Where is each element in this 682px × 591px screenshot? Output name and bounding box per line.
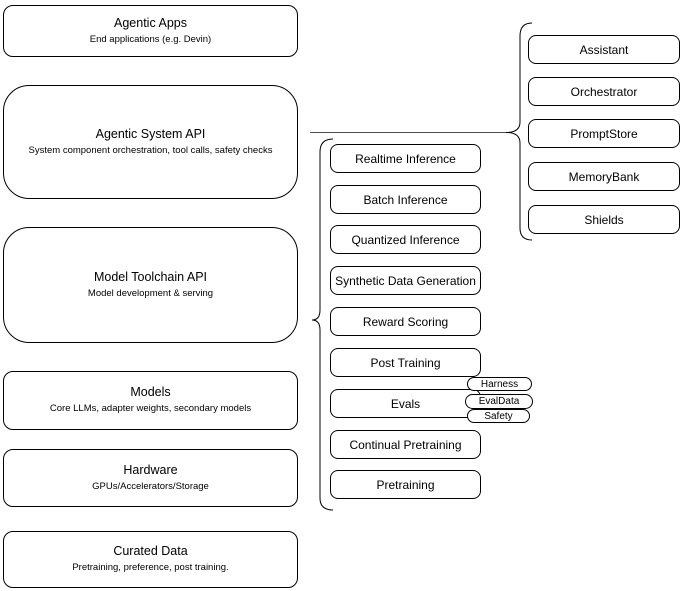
node-label: Batch Inference (363, 192, 448, 207)
node-label: Synthetic Data Generation (335, 273, 476, 288)
layer-title: Hardware (123, 462, 178, 477)
node-label: Evals (390, 396, 421, 411)
layer-title: Agentic System API (95, 126, 206, 141)
node-label: Reward Scoring (362, 314, 449, 329)
evals-tag-safety: Safety (467, 409, 530, 423)
layer-title: Curated Data (113, 544, 188, 559)
toolchain-item-batch-inference: Batch Inference (330, 185, 481, 214)
toolchain-item-reward-scoring: Reward Scoring (330, 307, 481, 336)
layer-curated-data: Curated Data Pretraining, preference, po… (3, 531, 298, 588)
tag-label: EvalData (478, 396, 520, 407)
tag-label: Safety (484, 410, 513, 422)
layer-agentic-apps: Agentic Apps End applications (e.g. Devi… (3, 5, 298, 57)
toolchain-item-quantized-inference: Quantized Inference (330, 225, 481, 254)
layer-hardware: Hardware GPUs/Accelerators/Storage (3, 449, 298, 507)
toolchain-item-post-training: Post Training (330, 348, 481, 377)
layer-subtitle: Pretraining, preference, post training. (72, 562, 229, 574)
evals-tag-evaldata: EvalData (465, 394, 533, 409)
node-label: Assistant (579, 42, 629, 57)
node-label: Quantized Inference (351, 232, 460, 247)
toolchain-item-synthetic-data-generation: Synthetic Data Generation (330, 266, 481, 295)
layer-title: Agentic Apps (114, 15, 187, 30)
layer-agentic-system-api: Agentic System API System component orch… (3, 85, 298, 199)
evals-tag-harness: Harness (467, 377, 532, 391)
system-component-memorybank: MemoryBank (528, 162, 680, 191)
layer-subtitle: System component orchestration, tool cal… (28, 144, 273, 156)
node-label: Continual Pretraining (349, 437, 462, 452)
toolchain-item-realtime-inference: Realtime Inference (330, 144, 481, 173)
node-label: MemoryBank (568, 169, 640, 184)
brace-system-components (505, 22, 533, 241)
node-label: Pretraining (376, 477, 435, 492)
layer-models: Models Core LLMs, adapter weights, secon… (3, 371, 298, 430)
system-component-shields: Shields (528, 205, 680, 234)
toolchain-item-continual-pretraining: Continual Pretraining (330, 430, 481, 459)
node-label: PromptStore (570, 126, 638, 141)
layer-subtitle: Model development & serving (87, 287, 214, 299)
toolchain-item-evals: Evals (330, 389, 481, 418)
brace-toolchain (311, 138, 334, 511)
node-label: Orchestrator (570, 84, 638, 99)
layer-model-toolchain-api: Model Toolchain API Model development & … (3, 227, 298, 343)
node-label: Shields (584, 212, 624, 227)
layer-subtitle: Core LLMs, adapter weights, secondary mo… (49, 403, 252, 415)
system-component-promptstore: PromptStore (528, 119, 680, 148)
layer-title: Model Toolchain API (93, 269, 208, 284)
node-label: Realtime Inference (355, 151, 456, 166)
node-label: Post Training (370, 355, 441, 370)
layer-title: Models (130, 385, 171, 400)
layer-subtitle: End applications (e.g. Devin) (89, 33, 212, 45)
system-component-orchestrator: Orchestrator (528, 77, 680, 106)
tag-label: Harness (480, 378, 519, 390)
system-component-assistant: Assistant (528, 35, 680, 64)
toolchain-item-pretraining: Pretraining (330, 470, 481, 499)
layer-subtitle: GPUs/Accelerators/Storage (92, 480, 209, 492)
